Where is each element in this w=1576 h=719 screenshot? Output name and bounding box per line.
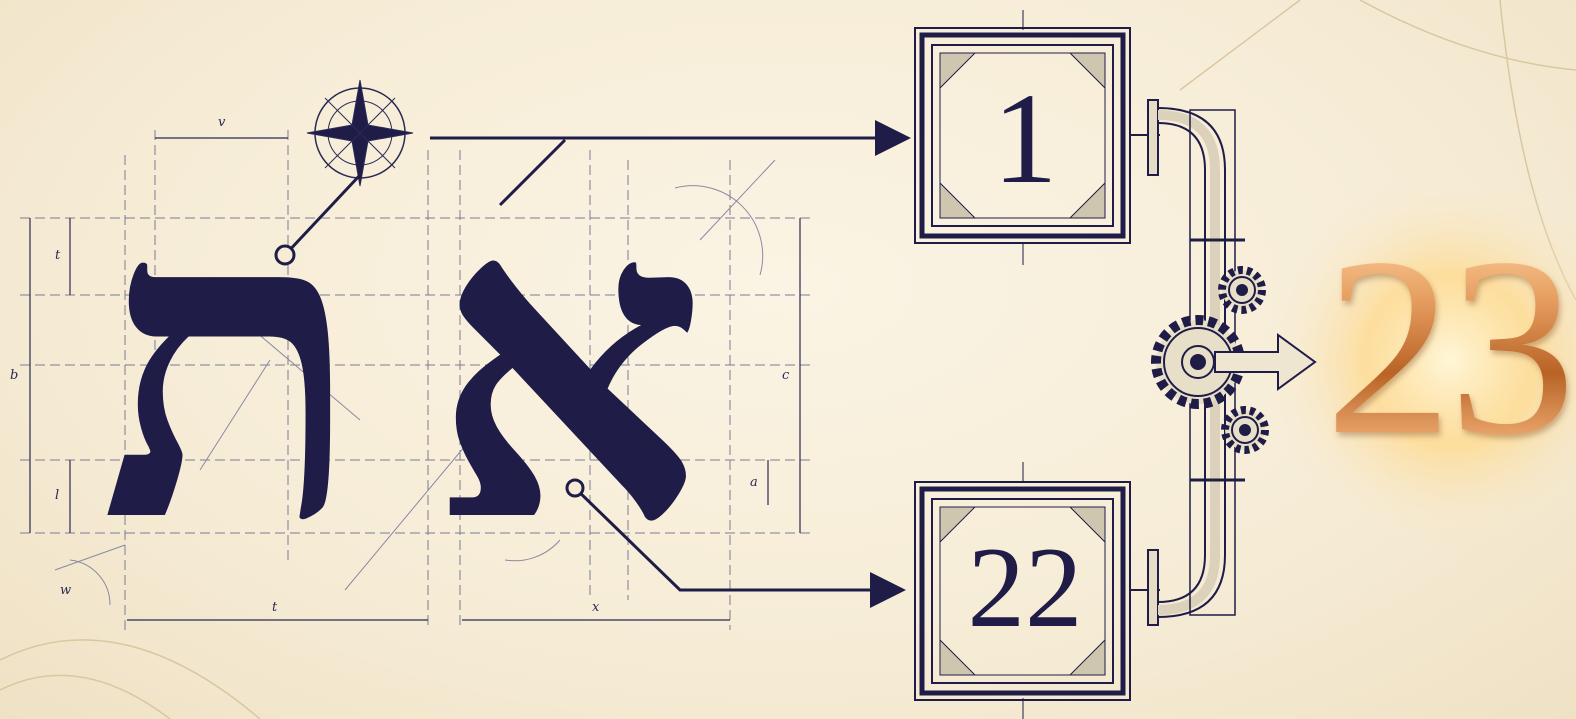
dimension-label-top: v [218, 115, 225, 130]
small-gear-top-icon [1222, 270, 1262, 310]
dimension-label-right-lower: a [750, 475, 758, 490]
small-gear-bottom-icon [1225, 410, 1265, 450]
box-22-number: 22 [925, 530, 1125, 645]
dimension-label-bottom-right: x [592, 600, 599, 615]
dimension-label-left-lower: l [55, 488, 59, 503]
box-1-number: 1 [925, 74, 1125, 204]
letter-alef: א [430, 150, 706, 580]
letter-tav: ת [100, 150, 362, 580]
dimension-label-left-side: b [10, 368, 18, 383]
result-number: 23 [1325, 220, 1572, 475]
dimension-label-left-upper: t [55, 248, 60, 263]
dimension-label-bottom-left: t [272, 600, 277, 615]
dimension-label-right-side: c [782, 368, 789, 383]
dimension-label-corner: w [60, 583, 71, 598]
